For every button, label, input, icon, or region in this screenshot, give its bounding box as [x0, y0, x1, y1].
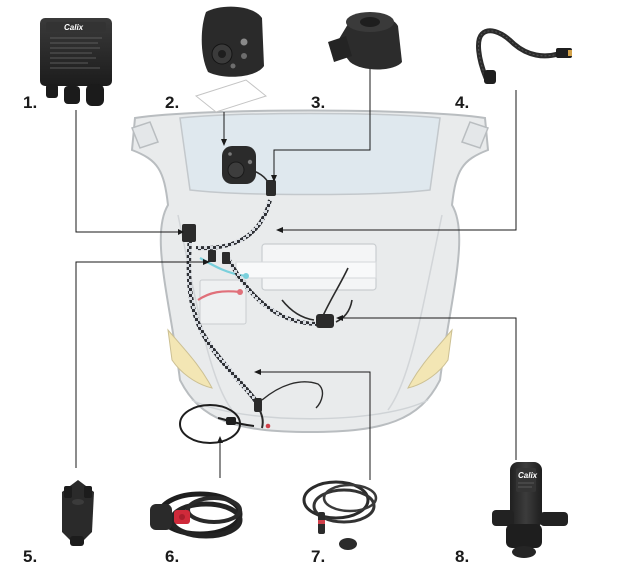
- label-8: 8.: [455, 547, 470, 566]
- label-1: 1.: [23, 93, 38, 112]
- label-7: 7.: [311, 547, 326, 566]
- y-connector-image: [62, 480, 94, 546]
- control-box-image: Calix: [40, 18, 112, 106]
- pump-brand-logo: Calix: [518, 471, 538, 480]
- pointer-lines: [75, 68, 517, 480]
- hose-image: [476, 28, 572, 84]
- mains-cable-coil: [179, 404, 255, 444]
- cable-unit-image: [328, 12, 402, 70]
- mains-cable-image: [150, 491, 243, 539]
- brand-logo: Calix: [64, 23, 84, 32]
- coolant-pump-image: Calix: [492, 462, 568, 558]
- remote-unit-image: [194, 6, 268, 113]
- label-4: 4.: [455, 93, 470, 112]
- heater-cabling: [186, 167, 353, 429]
- extension-cable-image: [302, 480, 378, 550]
- label-3: 3.: [311, 93, 326, 112]
- label-5: 5.: [23, 547, 38, 566]
- mounted-components: [182, 146, 334, 412]
- label-2: 2.: [165, 93, 180, 112]
- label-6: 6.: [165, 547, 180, 566]
